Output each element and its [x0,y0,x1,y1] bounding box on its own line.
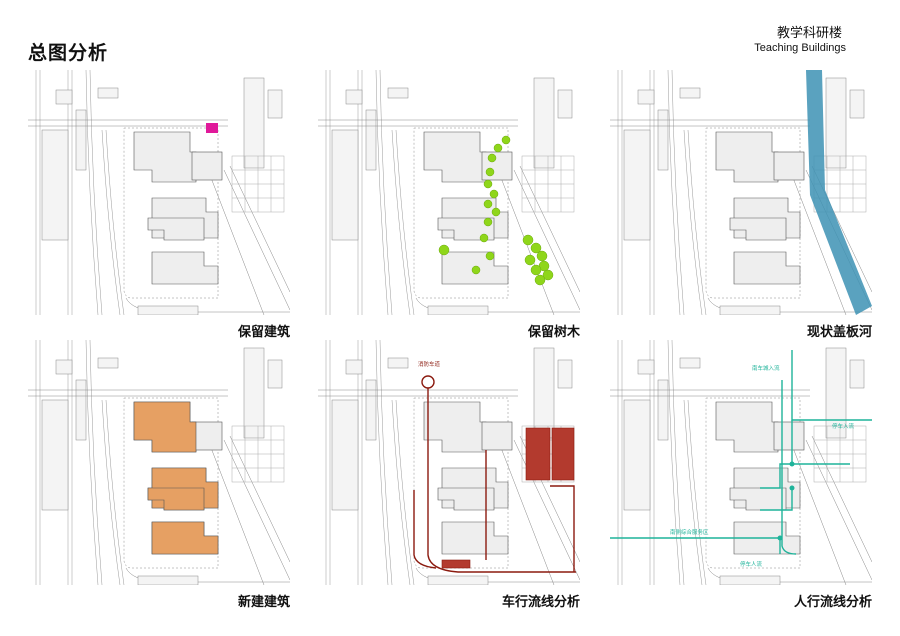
site-plan-vehicle-circulation: 消防车道 [318,340,580,585]
site-plan-retained-trees [318,70,580,315]
panel-caption: 保留树木 [527,325,580,340]
project-title-cn: 教学科研楼 [776,26,842,41]
bottom-label: 停车人流 [740,560,763,568]
retained-building [206,123,218,133]
panel-new-buildings: 新建建筑 [28,340,290,610]
entry-node [789,485,795,491]
panel-caption: 现状盖板河 [806,325,872,340]
pedestrian-route [610,350,872,555]
panel-caption: 车行流线分析 [501,595,580,610]
panel-covered-river: 现状盖板河 [610,70,872,340]
panel-vehicle-circulation: 消防车道 车行流线分析 [318,340,580,610]
site-plan-new-buildings [28,340,290,585]
new-buildings [133,401,219,555]
site-plan-pedestrian-circulation: 南车城入流 停车入流 南侧综合服务区 停车人流 [610,340,872,585]
project-title-en: Teaching Buildings [754,42,846,54]
panel-retained-buildings: 保留建筑 [28,70,290,340]
east-entrance-label: 停车入流 [832,422,855,430]
entry-node [777,535,783,541]
entry-node [789,461,795,467]
vehicle-route [413,375,576,573]
panel-caption: 新建建筑 [237,595,290,610]
site-plan-retained-buildings [28,70,290,315]
page-title: 总图分析 [28,42,109,64]
retained-trees [438,135,554,286]
parking-lots [441,427,575,569]
panel-pedestrian-circulation: 南车城入流 停车入流 南侧综合服务区 停车人流 人行流线分析 [610,340,872,610]
panel-caption: 保留建筑 [237,325,290,340]
site-plan-covered-river [610,70,872,315]
fire-lane-label: 消防车道 [418,360,441,368]
covered-river [806,70,872,315]
panel-caption: 人行流线分析 [793,595,872,610]
plaza-label: 南侧综合服务区 [670,528,709,536]
main-entrance-label: 南车城入流 [752,364,780,372]
panel-retained-trees: 保留树木 [318,70,580,340]
